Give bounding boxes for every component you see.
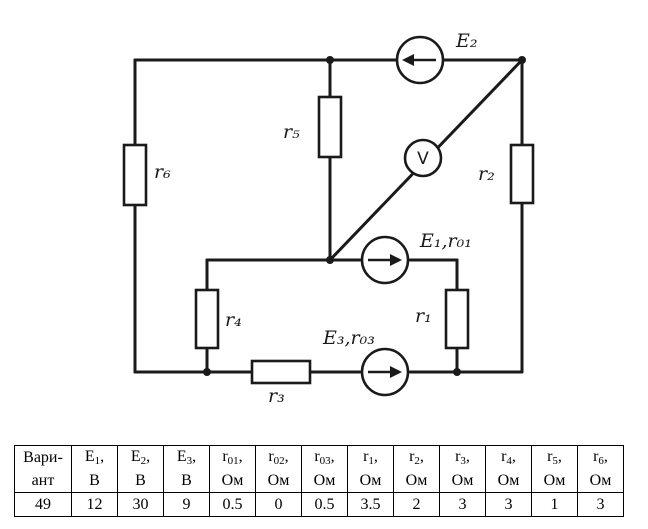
table-unit-cell: Ом [255,469,302,493]
table-header-cell: r5, [531,445,578,469]
table-unit-cell: В [71,469,118,493]
label-r4: r₄ [225,309,242,331]
table-unit-cell: Ом [393,469,440,493]
table-unit-cell: В [117,469,164,493]
table-cell: 1 [531,492,578,517]
parameters-table: Вари- E1, E2, E3, r01, r02, r03, r1, r2,… [14,445,624,517]
voltmeter [403,138,443,178]
source-e2 [395,35,445,85]
label-r3: r₃ [268,385,285,407]
source-e1 [360,235,410,285]
table-header-cell: r02, [255,445,302,469]
table-unit-cell: ант [14,469,72,493]
table-cell: 9 [163,492,210,517]
table-header-cell: E2, [117,445,164,469]
node-center [326,256,334,264]
table-cell: 12 [71,492,118,517]
table-unit-cell: Ом [531,469,578,493]
node-top-middle [326,56,334,64]
table-cell: 30 [117,492,164,517]
table-header-cell: r03, [301,445,348,469]
table-cell: 49 [14,492,72,517]
circuit-diagram: V E₂ E₁,r₀₁ E₃,r₀₃ r₁ r₂ r₃ r₄ r₅ r₆ [122,30,535,407]
table-cell: 3.5 [347,492,394,517]
table-cell: 3 [485,492,532,517]
table-unit-cell: Ом [439,469,486,493]
resistor-r6 [122,143,148,207]
table-row: 49 12 30 9 0.5 0 0.5 3.5 2 3 3 1 3 [14,492,624,517]
label-e2: E₂ [455,30,478,52]
label-r2: r₂ [478,163,495,185]
table-unit-cell: В [163,469,210,493]
table-header-row-1: Вари- E1, E2, E3, r01, r02, r03, r1, r2,… [14,445,624,469]
table-header-row-2: ант В В В Ом Ом Ом Ом Ом Ом Ом Ом Ом [14,469,624,493]
table-header-cell: E3, [163,445,210,469]
label-r6: r₆ [154,161,171,183]
node-bottom-right [453,368,461,376]
table-cell: 0 [255,492,302,517]
table-unit-cell: Ом [347,469,394,493]
table-header-cell: E1, [71,445,118,469]
table-unit-cell: Ом [485,469,532,493]
table-cell: 2 [393,492,440,517]
table-unit-cell: Ом [577,469,624,493]
node-bottom-left [203,368,211,376]
resistor-r3 [250,359,312,385]
label-r1: r₁ [415,305,432,327]
resistor-r5 [317,95,343,159]
table-unit-cell: Ом [209,469,256,493]
table-header-cell: r6, [577,445,624,469]
table-cell: 3 [439,492,486,517]
label-e3: E₃,r₀₃ [322,327,375,349]
table-cell: 0.5 [209,492,256,517]
label-e1: E₁,r₀₁ [419,230,472,252]
table-cell: 3 [577,492,624,517]
resistor-r4 [194,288,220,350]
label-r5: r₅ [283,121,300,143]
voltmeter-label: V [417,149,429,169]
table-cell: 0.5 [301,492,348,517]
table-header-cell: r1, [347,445,394,469]
resistor-r2 [509,143,535,205]
table-header-cell: r3, [439,445,486,469]
table-unit-cell: Ом [301,469,348,493]
table-header-cell: r4, [485,445,532,469]
table-header-cell: r2, [393,445,440,469]
resistor-r1 [444,288,470,350]
table-header-cell: r01, [209,445,256,469]
table-header-cell: Вари- [14,445,72,469]
node-top-right [518,56,526,64]
source-e3 [360,347,410,397]
